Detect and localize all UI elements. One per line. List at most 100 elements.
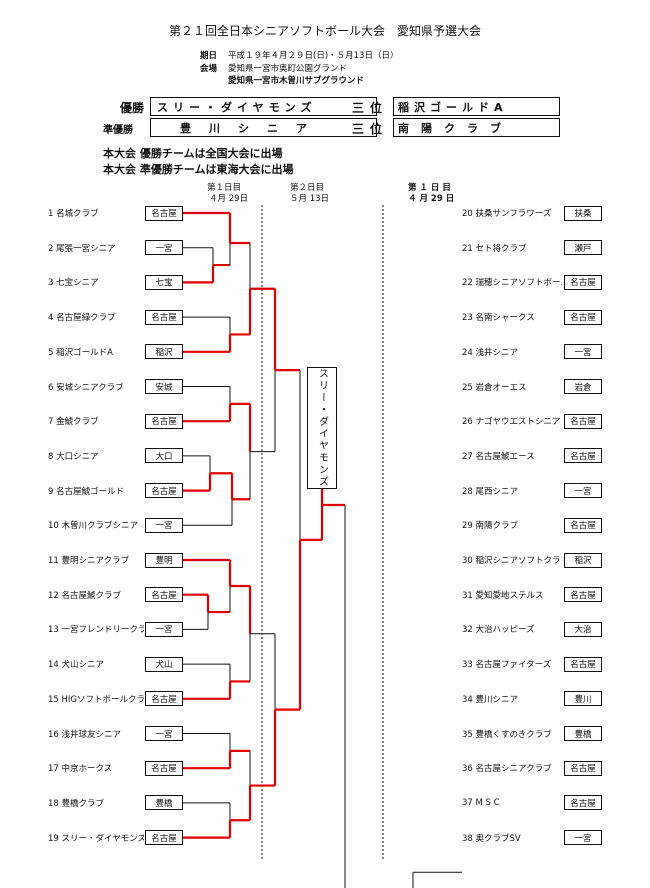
team-entry: 27 名古屋鯱エース 名古屋 bbox=[462, 448, 602, 464]
team-city: 安城 bbox=[145, 379, 183, 394]
team-entry: 34 豊川シニア 豊川 bbox=[462, 691, 602, 707]
team-name: 2 尾張一宮シニア bbox=[48, 243, 116, 254]
team-entry: 21 セト将クラブ瀬戸 bbox=[462, 240, 602, 256]
team-city: 名古屋 bbox=[564, 795, 602, 811]
team-city: 大治 bbox=[564, 621, 602, 637]
team-entry: 31 愛知愛地ステルス名古屋 bbox=[462, 587, 602, 603]
team-entry: 29 南陽クラブ 名古屋 bbox=[462, 517, 602, 533]
team-entry: 28 尾西シニア一宮 bbox=[462, 483, 602, 499]
team-entry: 15 HIGソフトボールクラブ名古屋 bbox=[48, 691, 183, 707]
team-name: 1 名城クラブ bbox=[48, 209, 99, 219]
team-city: 瀬戸 bbox=[564, 240, 602, 256]
team-name: 9 名古屋鯱ゴールド bbox=[48, 486, 125, 497]
team-city: 名古屋 bbox=[145, 483, 183, 499]
runnerup-box bbox=[150, 118, 377, 137]
team-city: 一宮 bbox=[564, 344, 602, 360]
team-name: 3 七宝シニア bbox=[48, 278, 99, 289]
team-name: 34 豊川シニア bbox=[462, 694, 519, 705]
team-city: 名古屋 bbox=[564, 309, 602, 325]
runnerup-label: 準優勝 bbox=[103, 125, 133, 136]
team-entry: 12 名古屋鯱クラブ 名古屋 bbox=[48, 587, 183, 603]
team-name: 8 大口シニア bbox=[48, 451, 99, 462]
team-entry: 30 稲沢シニアソフトクラブ稲沢 bbox=[462, 552, 602, 568]
note-national: 本大会 優勝チームは全国大会に出場 bbox=[103, 147, 283, 160]
team-entry: 1 名城クラブ名古屋 bbox=[48, 205, 183, 221]
team-city: 豊明 bbox=[145, 552, 183, 568]
team-city: 名古屋 bbox=[564, 517, 602, 533]
team-city: 一宮 bbox=[145, 240, 183, 256]
team-entry: 9 名古屋鯱ゴールド 名古屋 bbox=[48, 483, 183, 499]
left-day1-date: ４月 29日 bbox=[209, 194, 249, 204]
team-name: 27 名古屋鯱エース bbox=[462, 451, 535, 462]
third-name-2: 南陽クラブ bbox=[398, 121, 513, 135]
team-name: 12 名古屋鯱クラブ bbox=[48, 590, 122, 601]
third-box-1 bbox=[393, 97, 560, 116]
team-entry: 20 扶桑サンフラワーズ扶桑 bbox=[462, 205, 602, 221]
team-name: 7 金鯱クラブ bbox=[48, 417, 99, 428]
team-city: 一宮 bbox=[145, 726, 183, 741]
team-entry: 38 奥クラブSV 一宮 bbox=[462, 830, 602, 846]
team-name: 36 名古屋シニアクラブ bbox=[462, 764, 552, 775]
team-name: 24 浅井シニア bbox=[462, 347, 519, 358]
right-day1-label: 第 １ 日 目 bbox=[408, 183, 451, 193]
champion-name: スリー・ダイヤモンズ bbox=[316, 368, 328, 488]
team-name: 16 浅井球友シニア bbox=[48, 729, 122, 740]
third-box-2 bbox=[393, 118, 560, 137]
team-name: 31 愛知愛地ステルス bbox=[462, 590, 544, 601]
team-entry: 18 豊橋クラブ 豊橋 bbox=[48, 795, 183, 811]
team-city: 豊川 bbox=[564, 691, 602, 707]
team-name: 6 安城シニアクラブ bbox=[48, 382, 124, 393]
team-name: 20 扶桑サンフラワーズ bbox=[462, 209, 552, 219]
team-entry: 13 一宮フレンドリークラブ一宮 bbox=[48, 621, 183, 637]
team-city: 一宮 bbox=[564, 830, 602, 846]
venue-line-2: 愛知県一宮市木曽川サブグラウンド bbox=[228, 76, 365, 86]
team-entry: 36 名古屋シニアクラブ 名古屋 bbox=[462, 760, 602, 776]
team-city: 豊橋 bbox=[145, 795, 183, 811]
team-entry: 19 スリー・ダイヤモンズ名古屋 bbox=[48, 830, 183, 846]
team-name: 30 稲沢シニアソフトクラブ bbox=[462, 556, 562, 566]
team-city: 名古屋 bbox=[564, 656, 602, 672]
third-label-1: 三位 bbox=[352, 101, 389, 115]
team-entry: 4 名古屋緑クラブ名古屋 bbox=[48, 309, 183, 325]
team-name: 38 奥クラブSV bbox=[462, 833, 521, 844]
team-city: 稲沢 bbox=[564, 552, 602, 568]
team-city: 犬山 bbox=[145, 656, 183, 672]
venue-line-1: 愛知県一宮市奥町公園グランド bbox=[228, 64, 348, 74]
team-city: 名古屋 bbox=[145, 587, 183, 603]
team-city: 名古屋 bbox=[145, 830, 183, 846]
team-city: 名古屋 bbox=[145, 413, 183, 429]
team-name: 25 岩倉オーエス bbox=[462, 382, 527, 393]
team-entry: 14 犬山シニア犬山 bbox=[48, 656, 183, 672]
team-city: 名古屋 bbox=[145, 760, 183, 776]
third-name-1: 稲沢ゴールドA bbox=[398, 100, 508, 114]
team-name: 29 南陽クラブ bbox=[462, 521, 519, 532]
team-name: 22 瑞穂シニアソフトボールクラブ bbox=[462, 278, 562, 289]
team-name: 5 稲沢ゴールドA bbox=[48, 347, 113, 358]
team-city: 一宮 bbox=[145, 621, 183, 637]
team-city: 名古屋 bbox=[564, 760, 602, 776]
team-name: 11 豊明シニアクラブ bbox=[48, 556, 130, 566]
team-entry: 6 安城シニアクラブ 安城 bbox=[48, 379, 183, 395]
team-city: 一宮 bbox=[564, 483, 602, 499]
team-city: 名古屋 bbox=[564, 448, 602, 464]
team-city: 名古屋 bbox=[145, 309, 183, 325]
team-entry: 3 七宝シニア七宝 bbox=[48, 274, 183, 290]
team-entry: 24 浅井シニア 一宮 bbox=[462, 344, 602, 360]
team-name: 19 スリー・ダイヤモンズ bbox=[48, 833, 144, 844]
team-entry: 17 中京ホークス 名古屋 bbox=[48, 760, 183, 776]
team-entry: 25 岩倉オーエス 岩倉 bbox=[462, 379, 602, 395]
date-label: 期日 bbox=[200, 51, 218, 61]
team-name: 26 ナゴヤウエストシニア bbox=[462, 417, 561, 428]
winner-label: 優勝 bbox=[120, 101, 145, 115]
venue-label: 会場 bbox=[200, 64, 218, 74]
team-name: 15 HIGソフトボールクラブ bbox=[48, 694, 144, 705]
team-entry: 10 木曽川クラブシニア一宮 bbox=[48, 517, 183, 533]
team-name: 17 中京ホークス bbox=[48, 764, 113, 775]
team-city: 岩倉 bbox=[564, 379, 602, 394]
left-day1-label: 第１日目 bbox=[207, 183, 242, 193]
team-entry: 16 浅井球友シニア 一宮 bbox=[48, 726, 183, 742]
team-name: 18 豊橋クラブ bbox=[48, 798, 105, 809]
team-city: 名古屋 bbox=[564, 413, 602, 429]
team-city: 名古屋 bbox=[145, 691, 183, 707]
